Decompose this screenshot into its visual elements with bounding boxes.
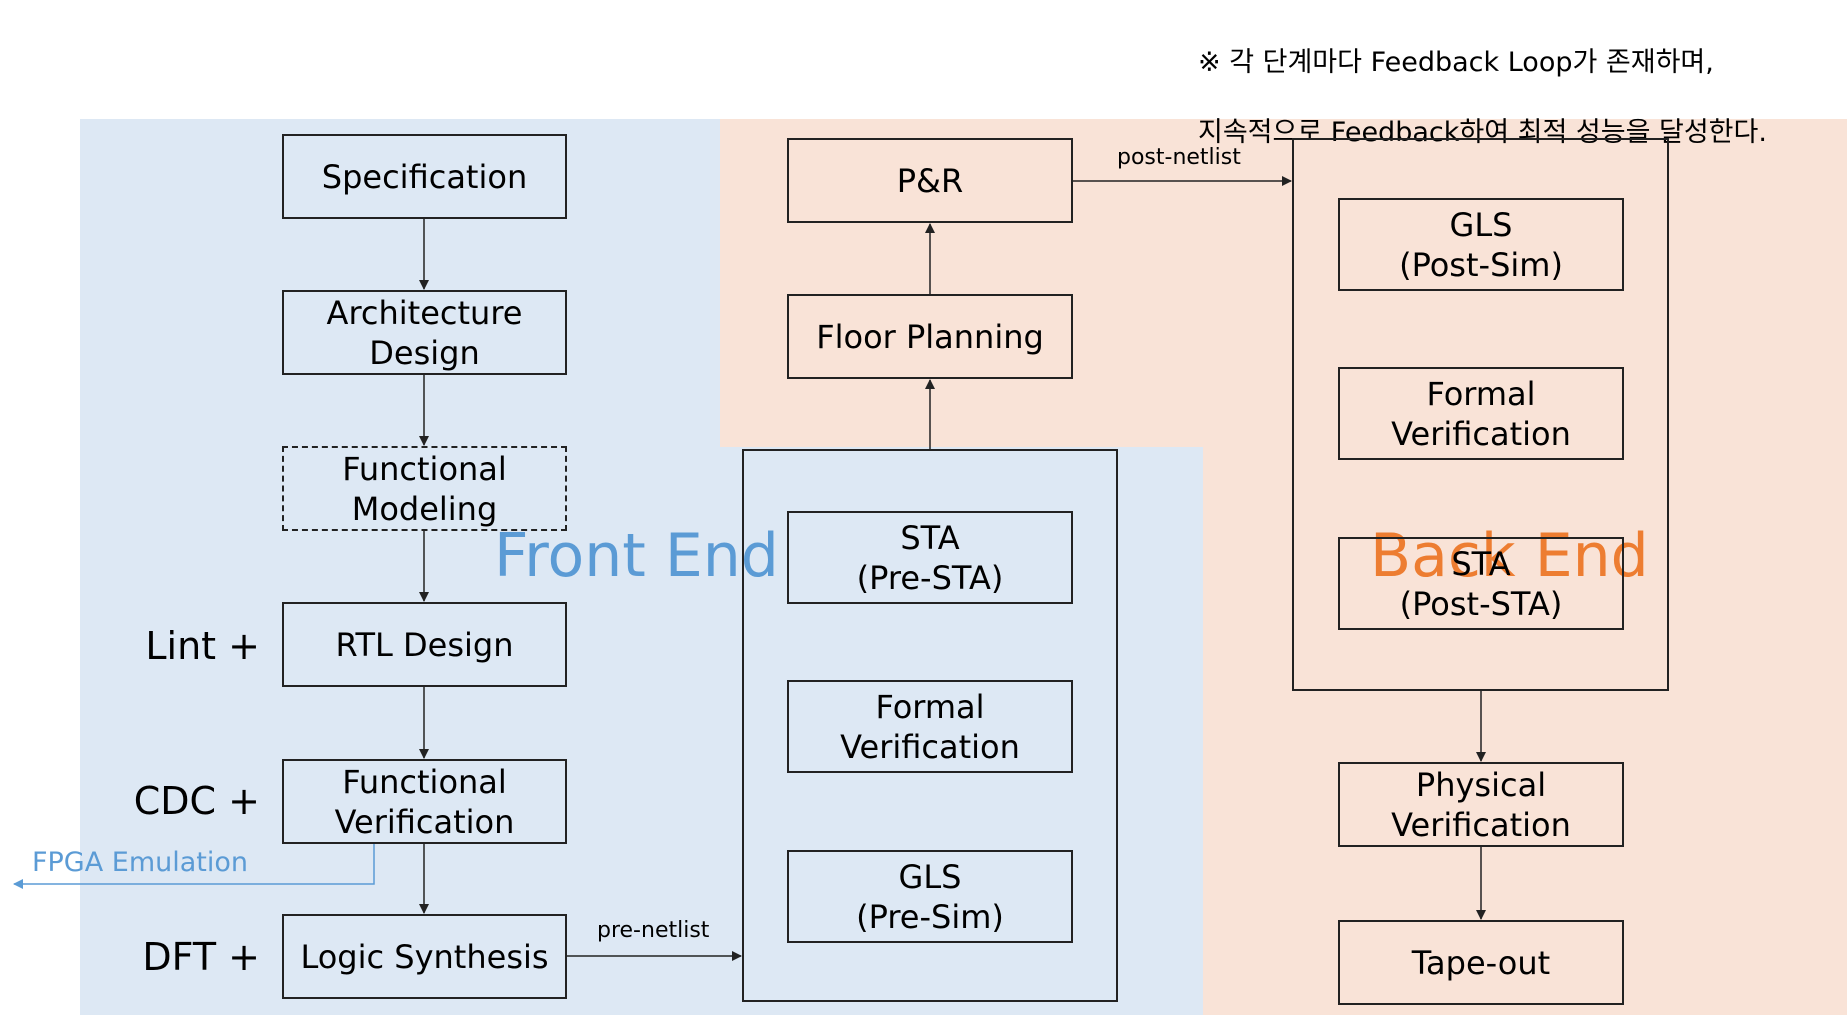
post-formal-verification-box: Formal Verification <box>1338 367 1624 460</box>
dft-label: DFT + <box>142 935 260 979</box>
feedback-note-line-2: 지속적으로 Feedback하여 최적 성능을 달성한다. <box>1198 117 1767 148</box>
architecture-design-box: Architecture Design <box>282 290 567 375</box>
logic-synthesis-box: Logic Synthesis <box>282 914 567 999</box>
front-end-label: Front End <box>494 521 779 591</box>
pre-netlist-verification-group <box>742 449 1118 1002</box>
cdc-label: CDC + <box>133 779 260 823</box>
pnr-box: P&R <box>787 138 1073 223</box>
floor-planning-box: Floor Planning <box>787 294 1073 379</box>
arrow-fpga-emulation <box>13 844 375 889</box>
specification-box: Specification <box>282 134 567 219</box>
feedback-note: ※ 각 단계마다 Feedback Loop가 존재하며, 지속적으로 Feed… <box>1198 10 1767 185</box>
feedback-note-line-1: ※ 각 단계마다 Feedback Loop가 존재하며, <box>1198 47 1714 78</box>
functional-modeling-box: Functional Modeling <box>282 446 567 531</box>
post-netlist-edge-label: post-netlist <box>1117 145 1241 170</box>
pre-gls-box: GLS (Pre-Sim) <box>787 850 1073 943</box>
post-gls-box: GLS (Post-Sim) <box>1338 198 1624 291</box>
physical-verification-box: Physical Verification <box>1338 762 1624 847</box>
fpga-emulation-label: FPGA Emulation <box>32 847 249 878</box>
pre-sta-box: STA (Pre-STA) <box>787 511 1073 604</box>
back-end-region-right <box>1203 119 1847 1015</box>
pre-netlist-edge-label: pre-netlist <box>597 918 710 943</box>
rtl-design-box: RTL Design <box>282 602 567 687</box>
back-end-label: Back End <box>1370 521 1649 591</box>
lint-label: Lint + <box>145 624 260 668</box>
functional-verification-box: Functional Verification <box>282 759 567 844</box>
pre-formal-verification-box: Formal Verification <box>787 680 1073 773</box>
post-netlist-verification-group <box>1292 138 1669 691</box>
tape-out-box: Tape-out <box>1338 920 1624 1005</box>
post-sta-box: STA (Post-STA) <box>1338 537 1624 630</box>
